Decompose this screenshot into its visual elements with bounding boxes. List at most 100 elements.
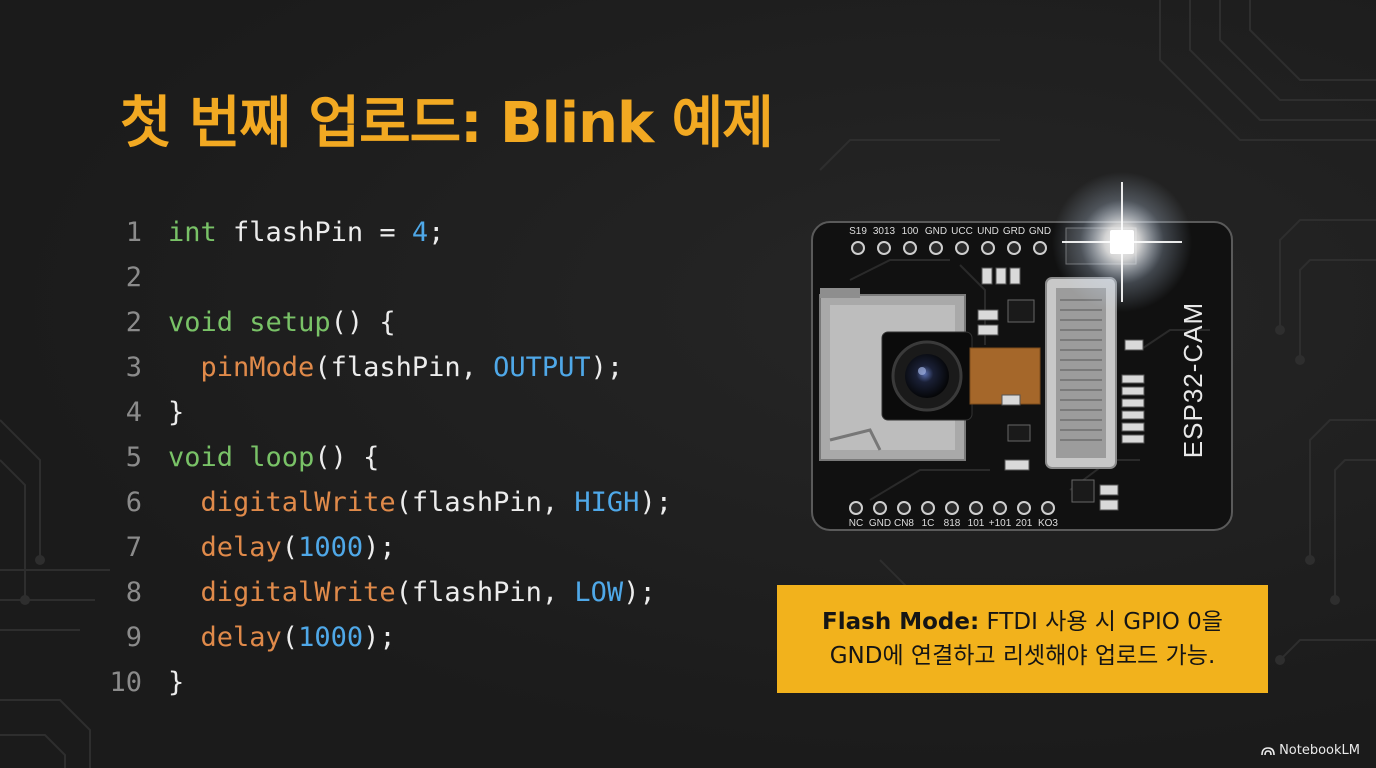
code-line: 3 pinMode(flashPin, OUTPUT);: [100, 345, 672, 390]
line-number: 6: [125, 487, 142, 518]
code-text: void setup() {: [168, 300, 396, 345]
pin-pad: [1017, 501, 1031, 515]
code-token: );: [623, 577, 656, 608]
line-number: 2: [125, 262, 142, 293]
line-number: 1: [125, 217, 142, 248]
code-token: delay: [200, 622, 282, 653]
code-line: 7 delay(1000);: [100, 525, 672, 570]
code-token: () {: [314, 442, 380, 473]
code-line: 9 delay(1000);: [100, 615, 672, 660]
code-token: );: [363, 532, 396, 563]
code-text: int flashPin = 4;: [168, 210, 444, 255]
code-token: (: [281, 622, 299, 653]
pin-pad: [981, 241, 995, 255]
pin-pad: [1007, 241, 1021, 255]
pin-pad: [945, 501, 959, 515]
pin-pad: [921, 501, 935, 515]
code-text: pinMode(flashPin, OUTPUT);: [168, 345, 624, 390]
code-token: [168, 577, 201, 608]
pin-label: KO3: [1038, 518, 1058, 529]
code-token: [168, 622, 201, 653]
code-token: setup: [249, 307, 331, 338]
code-text: }: [168, 390, 184, 435]
code-token: 1000: [298, 622, 364, 653]
slide-title: 첫 번째 업로드: Blink 예제: [120, 91, 774, 156]
note-line1-text: FTDI 사용 시 GPIO 0을: [979, 609, 1223, 635]
code-token: () {: [330, 307, 396, 338]
code-line: 5 void loop() {: [100, 435, 672, 480]
code-token: ;: [428, 217, 445, 248]
code-text: }: [168, 660, 184, 705]
pin-pad: [849, 501, 863, 515]
pin-pad: [955, 241, 969, 255]
pin-label: +101: [989, 518, 1012, 529]
code-token: );: [639, 487, 672, 518]
code-token: HIGH: [574, 487, 640, 518]
pin-pad: [993, 501, 1007, 515]
pin-label: 3013: [873, 226, 896, 237]
pin-label: GND: [869, 518, 891, 529]
code-text: digitalWrite(flashPin, LOW);: [168, 570, 656, 615]
flash-mode-note: Flash Mode: FTDI 사용 시 GPIO 0을 GND에 연결하고 …: [777, 585, 1268, 693]
note-line2-text: GND에 연결하고 리셋해야 업로드 가능.: [829, 643, 1216, 669]
code-token: (flashPin,: [395, 577, 575, 608]
pin-label: 100: [902, 226, 919, 237]
pin-label: GRD: [1003, 226, 1025, 237]
board-name-label: ESP32-CAM: [1178, 302, 1208, 458]
line-number: 5: [125, 442, 142, 473]
notebooklm-brand: NotebookLM: [1261, 743, 1360, 758]
code-token: [233, 442, 249, 473]
code-line: 2: [100, 255, 672, 300]
pin-label: GND: [925, 226, 947, 237]
code-token: 4: [411, 217, 429, 248]
pin-label: NC: [849, 518, 863, 529]
code-token: OUTPUT: [493, 352, 591, 383]
code-text: delay(1000);: [168, 615, 396, 660]
pin-label: 1C: [922, 518, 935, 529]
code-token: int: [168, 217, 217, 248]
pin-pad: [903, 241, 917, 255]
code-token: digitalWrite: [200, 577, 396, 608]
code-token: pinMode: [200, 352, 315, 383]
pin-pad: [851, 241, 865, 255]
code-line: 6 digitalWrite(flashPin, HIGH);: [100, 480, 672, 525]
line-number: 7: [125, 532, 142, 563]
code-token: (: [281, 532, 299, 563]
line-number: 4: [125, 397, 142, 428]
pin-pad: [897, 501, 911, 515]
line-number: 3: [125, 352, 142, 383]
code-token: (flashPin,: [395, 487, 575, 518]
pin-label: CN8: [894, 518, 914, 529]
code-line: 2 void setup() {: [100, 300, 672, 345]
pin-label: 201: [1016, 518, 1033, 529]
code-token: void: [168, 307, 234, 338]
code-token: }: [168, 667, 185, 698]
pin-pad: [873, 501, 887, 515]
pin-label: 818: [944, 518, 961, 529]
code-token: }: [168, 397, 185, 428]
note-bold-label: Flash Mode:: [822, 609, 980, 635]
pin-pad: [1041, 501, 1055, 515]
code-text: void loop() {: [168, 435, 379, 480]
line-number: 9: [125, 622, 142, 653]
code-token: [168, 352, 201, 383]
pin-label: S19: [849, 226, 867, 237]
code-token: loop: [249, 442, 315, 473]
code-token: [168, 532, 201, 563]
code-line: 4}: [100, 390, 672, 435]
pin-label: GND: [1029, 226, 1051, 237]
pin-label: 101: [968, 518, 985, 529]
code-token: delay: [200, 532, 282, 563]
code-token: void: [168, 442, 234, 473]
code-text: delay(1000);: [168, 525, 396, 570]
line-number: 2: [125, 307, 142, 338]
line-number: 8: [125, 577, 142, 608]
pin-label: UCC: [951, 226, 973, 237]
code-token: flashPin =: [216, 217, 412, 248]
code-token: LOW: [574, 577, 624, 608]
